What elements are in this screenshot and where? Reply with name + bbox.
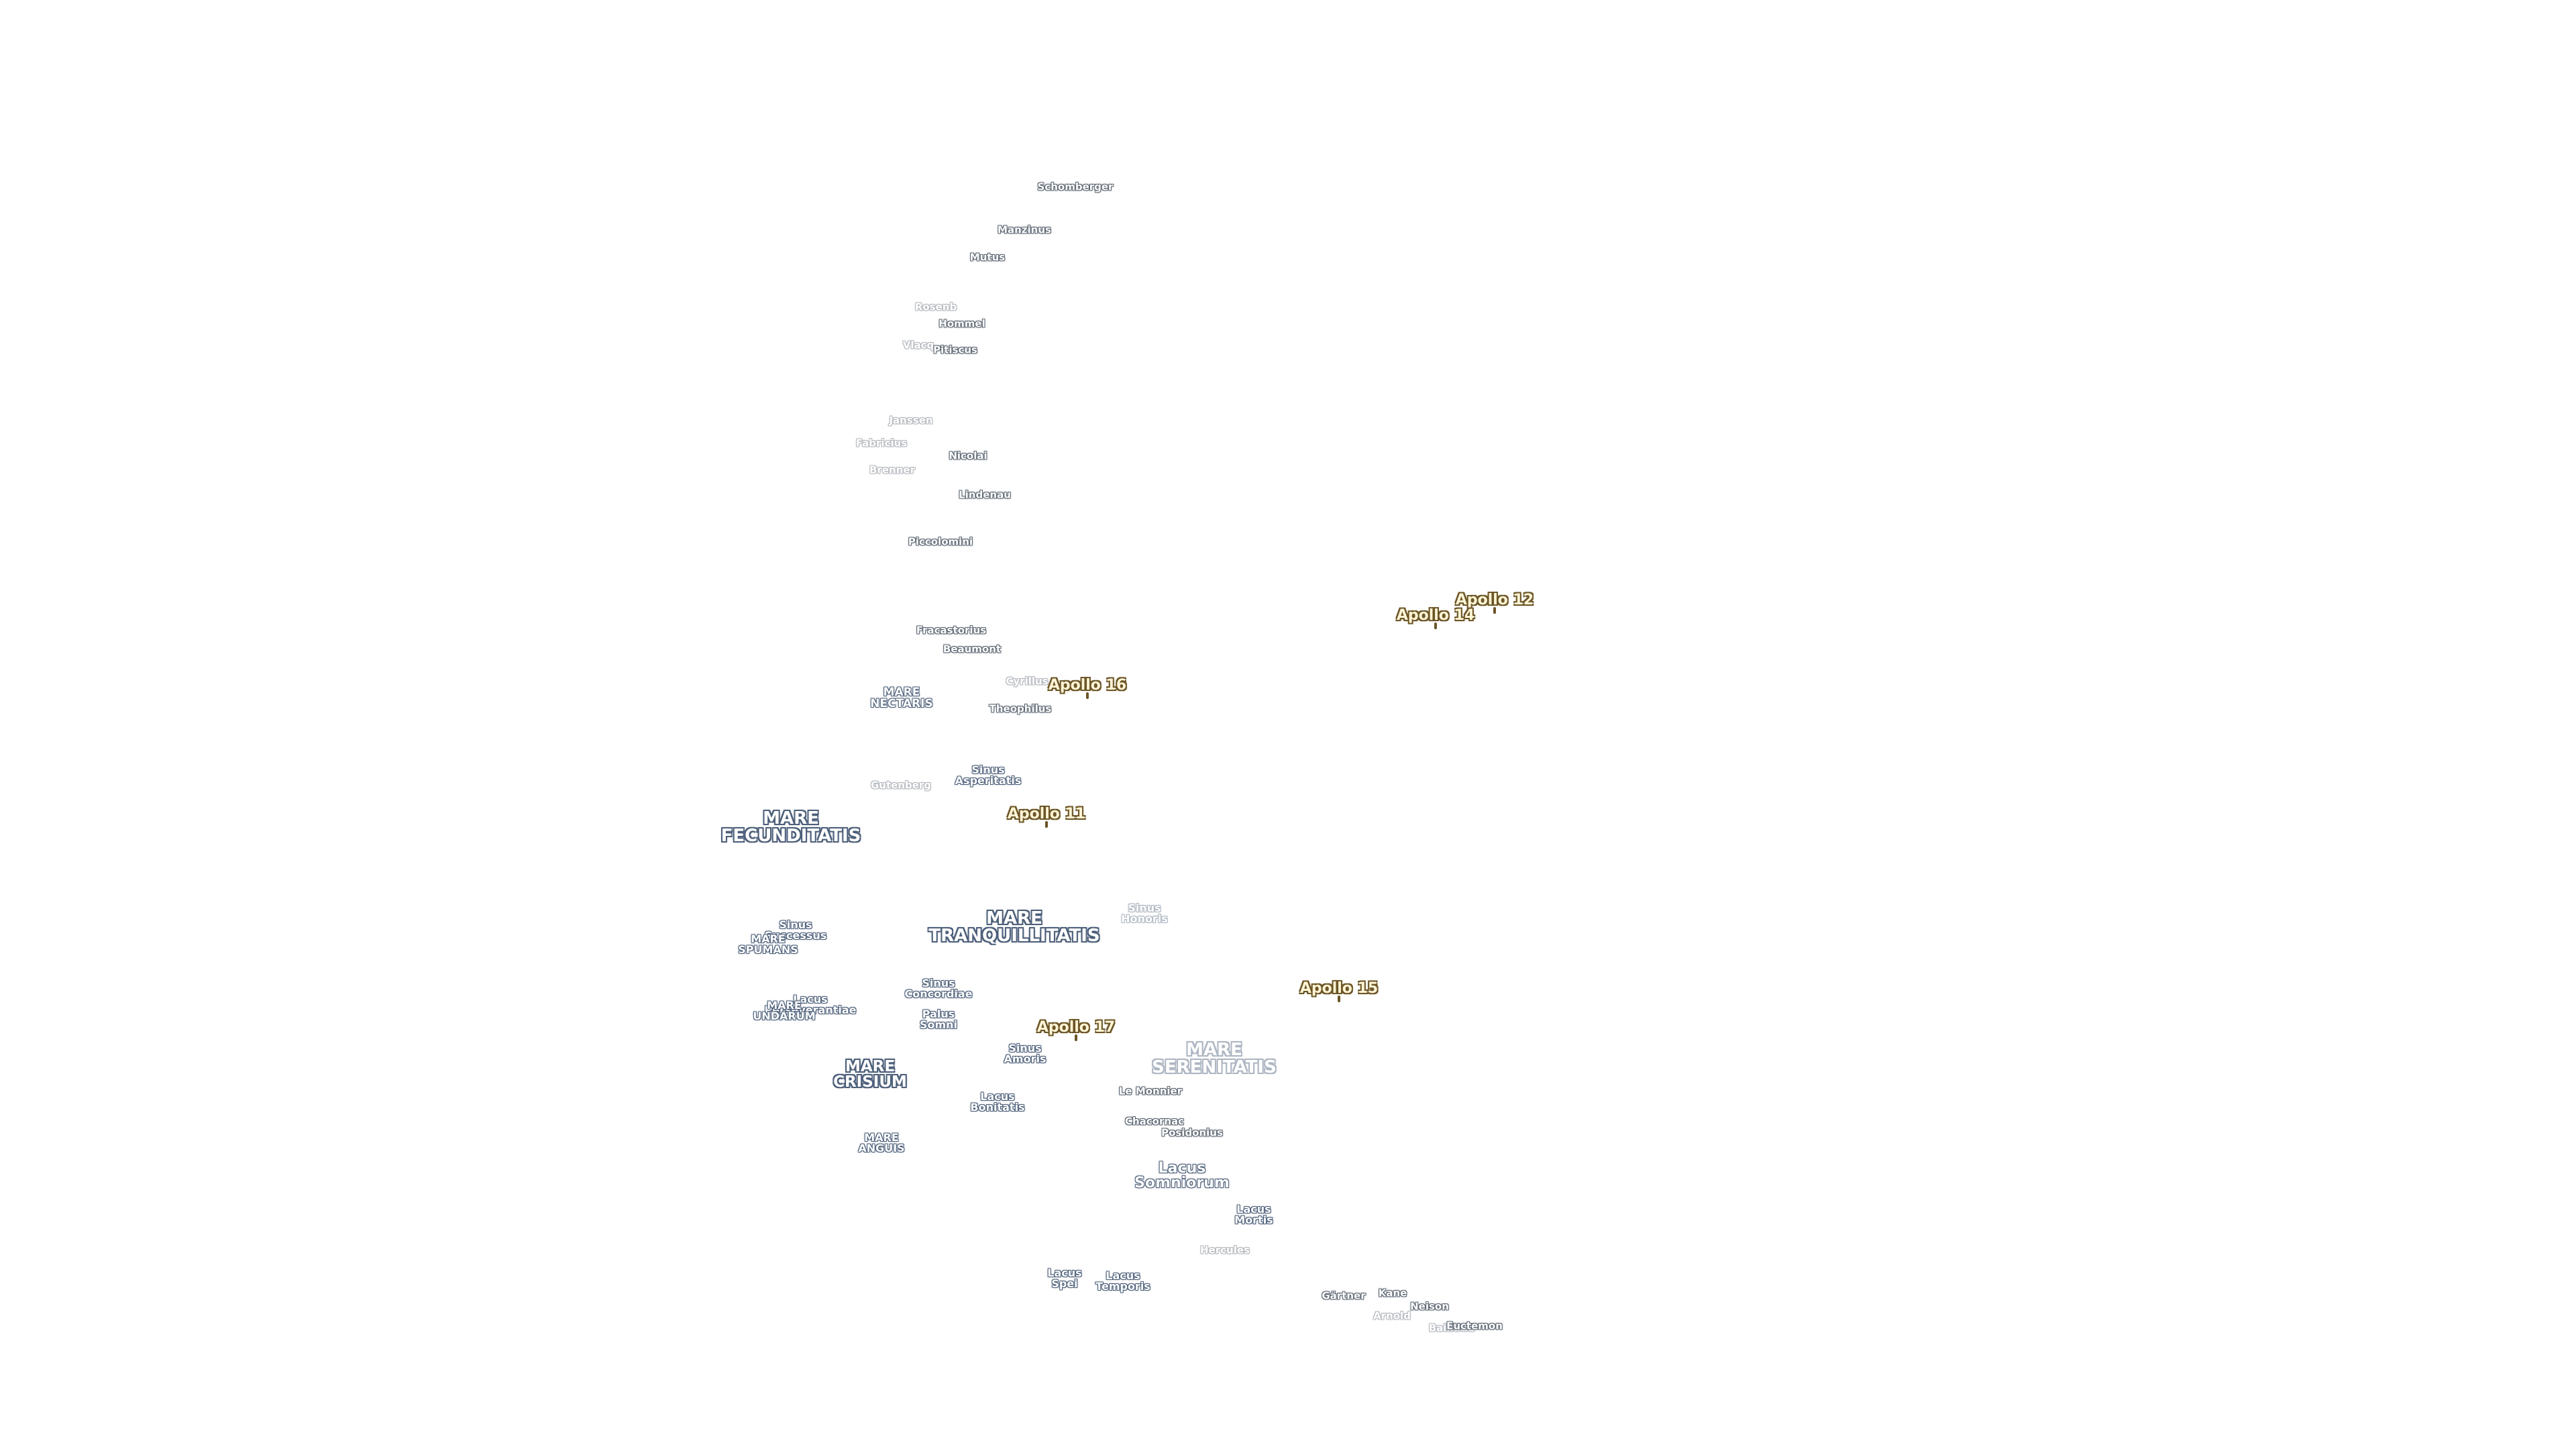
- map-label-mare-spumans: MARE SPUMANS: [738, 932, 798, 956]
- map-label-mare-serenitatis: MARE SERENITATIS: [1152, 1040, 1277, 1077]
- map-label-pitiscus: Pitiscus: [933, 343, 977, 356]
- map-label-lindenau: Lindenau: [959, 488, 1011, 501]
- apollo-site-apollo-17[interactable]: Apollo 17: [1036, 1019, 1116, 1036]
- map-label-lacus-spei: Lacus Spei: [1047, 1267, 1082, 1290]
- apollo-site-apollo-12[interactable]: Apollo 12: [1455, 592, 1534, 608]
- map-label-cyrillus: Cyrillus: [1006, 675, 1049, 688]
- map-label-fabricius: Fabricius: [855, 437, 908, 449]
- map-label-posidonius: Posidonius: [1161, 1126, 1223, 1139]
- map-label-lacus-perseverantiae: Lacus Perseverantiae: [764, 993, 857, 1016]
- map-label-mare-crisium: MARE CRISIUM: [833, 1058, 907, 1091]
- map-label-hommel: Hommel: [938, 317, 985, 330]
- map-label-janssen: Janssen: [889, 414, 933, 427]
- map-label-sinus-asperitatis: Sinus Asperitatis: [955, 763, 1022, 787]
- apollo-pin-icon: [1338, 996, 1340, 1002]
- map-label-beaumont: Beaumont: [943, 643, 1002, 655]
- map-label-chacornac: Chacornac: [1124, 1115, 1185, 1128]
- map-label-hercules: Hercules: [1200, 1244, 1250, 1256]
- map-label-brenner: Brenner: [869, 464, 915, 476]
- map-label-nicolai: Nicolai: [949, 449, 987, 462]
- map-label-neison: Neison: [1410, 1300, 1449, 1313]
- map-label-lacus-mortis: Lacus Mortis: [1234, 1203, 1273, 1226]
- apollo-site-apollo-15[interactable]: Apollo 15: [1299, 980, 1379, 997]
- map-label-mare-anguis: MARE ANGUIS: [858, 1131, 905, 1155]
- map-label-manzinus: Manzinus: [998, 223, 1051, 236]
- map-label-lacus-somniorum: Lacus Somniorum: [1134, 1160, 1230, 1191]
- map-label-baillaud: Baillaud: [1428, 1322, 1475, 1334]
- map-label-kane: Kane: [1378, 1287, 1407, 1299]
- apollo-site-apollo-14[interactable]: Apollo 14: [1396, 607, 1475, 624]
- map-label-gärtner: Gärtner: [1322, 1289, 1366, 1302]
- map-label-lacus-bonitatis: Lacus Bonitatis: [970, 1090, 1025, 1114]
- map-label-rosenb: Rosenb: [914, 301, 957, 313]
- map-label-sinus-honoris: Sinus Honoris: [1121, 902, 1168, 925]
- map-label-mutus: Mutus: [969, 251, 1006, 264]
- apollo-site-apollo-11[interactable]: Apollo 11: [1007, 806, 1086, 822]
- map-label-le-monnier: Le Monnier: [1118, 1085, 1183, 1097]
- map-label-palus-somni: Palus Somni: [919, 1008, 958, 1031]
- apollo-pin-icon: [1045, 821, 1048, 828]
- map-label-theophilus: Theophilus: [989, 702, 1052, 715]
- apollo-pin-icon: [1086, 692, 1089, 699]
- apollo-site-apollo-16[interactable]: Apollo 16: [1048, 677, 1127, 694]
- map-label-euctemon: Euctemon: [1446, 1320, 1503, 1332]
- map-label-arnold: Arnold: [1373, 1309, 1411, 1322]
- map-label-piccolomini: Piccolomini: [908, 535, 973, 548]
- map-label-gutenberg: Gutenberg: [870, 779, 932, 792]
- map-label-vlacq: Vlacq: [902, 339, 934, 352]
- map-label-sinus-successus: Sinus Successus: [764, 918, 827, 942]
- map-label-lacus-temporis: Lacus Temporis: [1095, 1269, 1150, 1293]
- apollo-pin-icon: [1434, 623, 1437, 629]
- map-label-mare-nectaris: MARE NECTARIS: [870, 686, 933, 710]
- map-label-fracastorius: Fracastorius: [916, 624, 987, 637]
- map-label-sinus-concordiae: Sinus Concordiae: [904, 977, 973, 1000]
- apollo-pin-icon: [1493, 607, 1496, 614]
- apollo-pin-icon: [1075, 1034, 1077, 1041]
- map-label-mare-fecunditatis: MARE FECUNDITATIS: [720, 808, 861, 846]
- map-label-mare-undarum: MARE UNDARUM: [753, 999, 816, 1022]
- map-label-mare-tranquillitatis: MARE TRANQUILLITATIS: [928, 908, 1100, 946]
- map-label-schomberger: Schomberger: [1037, 180, 1114, 193]
- map-label-sinus-amoris: Sinus Amoris: [1004, 1042, 1046, 1065]
